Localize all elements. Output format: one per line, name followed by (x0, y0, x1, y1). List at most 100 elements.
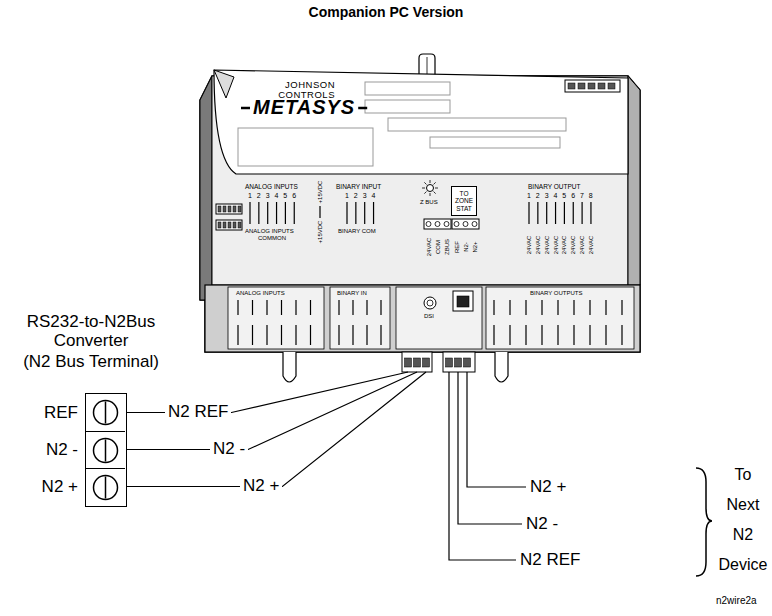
front-pin (621, 300, 622, 315)
destination-note: To Next N2 Device (717, 460, 769, 580)
led-ray (422, 188, 425, 189)
front-pin (310, 325, 311, 345)
front-pin (509, 325, 510, 345)
front-pin (338, 300, 339, 315)
panel-label: ANALOG INPUTS (236, 290, 285, 296)
front-pin (493, 300, 494, 315)
diagram-title: Companion PC Version (0, 4, 772, 20)
panel-label: BINARY COM (338, 228, 376, 234)
led-ray (434, 192, 436, 194)
terminal-label: 24VAC (588, 236, 594, 255)
panel-label: COMMON (258, 235, 286, 241)
dip-lever (238, 206, 241, 212)
n2-connector (402, 352, 432, 372)
output-pin (546, 202, 547, 224)
logo-dash (241, 107, 250, 110)
front-pin (295, 325, 296, 345)
connector-pin (455, 358, 462, 367)
terminal-section (486, 287, 634, 349)
front-pin (621, 325, 622, 345)
front-pin (605, 325, 606, 345)
screw-slot (105, 402, 107, 424)
mounting-foot (283, 352, 296, 382)
label-box (388, 118, 566, 131)
output-pin (581, 202, 582, 224)
front-pin (525, 300, 526, 315)
terminal-name: N2 + (42, 478, 78, 497)
terminal-hole (426, 222, 431, 227)
zbus-led (427, 185, 434, 192)
wire-label: N2 + (240, 477, 282, 496)
input-pin (276, 202, 277, 224)
connector-pin (446, 358, 471, 367)
n2-wire (125, 372, 426, 487)
brace (696, 468, 712, 576)
terminal-hole (472, 222, 477, 227)
connector-pin (588, 83, 595, 89)
terminal-label: 24VAC (426, 238, 432, 257)
led-ray (430, 180, 431, 183)
input-pin (258, 202, 259, 224)
led-ray (434, 182, 436, 184)
front-pin (380, 300, 381, 315)
front-pin (339, 325, 381, 345)
input-pin (373, 202, 374, 224)
n2-wires-out (449, 372, 526, 560)
top-connector (565, 80, 620, 92)
screw-slot (105, 440, 107, 462)
front-pin (494, 325, 622, 345)
terminal-label: N2- (463, 242, 469, 252)
connector-pin (414, 358, 421, 367)
panel-label: BINARY OUTPUT (528, 184, 581, 191)
connector-pin (578, 83, 585, 89)
connector-pin (446, 358, 453, 367)
screw-slot (105, 477, 107, 499)
terminal-hole (435, 222, 440, 227)
front-pin (266, 300, 267, 315)
front-pin (237, 300, 238, 315)
input-pin (346, 202, 347, 224)
front-pin (281, 325, 282, 345)
led-ray (430, 193, 431, 196)
phone-jack (457, 296, 469, 307)
n2-wire (125, 372, 417, 450)
n2-connector (443, 352, 475, 372)
housing-bevel (628, 76, 640, 285)
input-pin (347, 202, 374, 224)
zone-stat-jack: TO ZONE STAT (451, 186, 477, 216)
dip-switch (216, 220, 242, 230)
output-pin (555, 202, 556, 224)
terminal-label: REF (454, 241, 460, 253)
wire-label: N2 - (210, 440, 248, 459)
front-pin (573, 325, 574, 345)
front-pin (589, 325, 590, 345)
front-strip (205, 285, 640, 352)
terminal-label: 24VAC (561, 236, 567, 255)
terminal-label: N2+ (472, 241, 478, 252)
front-pin (266, 325, 267, 345)
input-pin (267, 202, 268, 224)
front-pin (252, 300, 253, 315)
terminal-hole (426, 222, 477, 227)
dip-lever (218, 222, 241, 228)
wire (458, 372, 522, 524)
dip-lever (238, 222, 241, 228)
connector-pin (405, 358, 412, 367)
panel-label: ANALOG INPUTS (245, 184, 298, 191)
input-pin (250, 202, 294, 224)
controller-housing (200, 54, 640, 382)
terminal-name: REF (44, 403, 78, 422)
terminal-label: 24VAC (553, 236, 559, 255)
front-pin (494, 300, 622, 315)
dip-lever (218, 206, 241, 212)
front-pin (366, 300, 367, 315)
front-pin (557, 325, 558, 345)
screw-terminal: REF (86, 394, 125, 431)
pin-numbers: 1 2 3 4 (345, 192, 375, 199)
dsi-port (424, 297, 436, 309)
converter-name: RS232-to-N2Bus Converter (6, 312, 176, 350)
front-pin (238, 325, 311, 345)
dsi-port (427, 300, 433, 306)
